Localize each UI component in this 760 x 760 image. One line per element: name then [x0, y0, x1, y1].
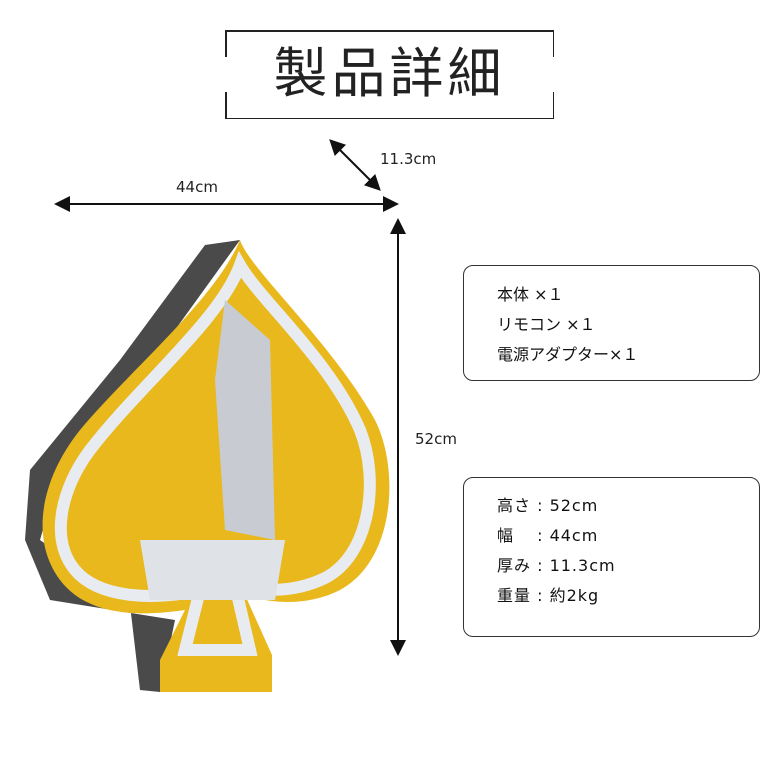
- depth-arrow: [329, 139, 381, 191]
- contents-box: 本体 ×１ リモコン ×１ 電源アダプター×１: [463, 265, 760, 381]
- height-label: 52cm: [415, 430, 457, 448]
- spade-lamp: [25, 240, 390, 692]
- width-label: 44cm: [176, 178, 218, 196]
- page-title: 製品詳細: [273, 42, 506, 105]
- depth-label: 11.3cm: [380, 150, 437, 168]
- spec-item: 幅 : 44cm: [497, 526, 599, 545]
- spec-box: 高さ : 52cm 幅 : 44cm 厚み : 11.3cm 重量 : 約2kg: [463, 477, 760, 637]
- contents-item: 電源アダプター×１: [497, 345, 639, 364]
- contents-item: リモコン ×１: [497, 315, 596, 334]
- spec-item: 厚み : 11.3cm: [497, 556, 616, 575]
- spec-item: 高さ : 52cm: [497, 496, 599, 515]
- contents-item: 本体 ×１: [497, 285, 564, 304]
- title-frame: 製品詳細: [225, 30, 554, 119]
- spec-item: 重量 : 約2kg: [497, 586, 600, 605]
